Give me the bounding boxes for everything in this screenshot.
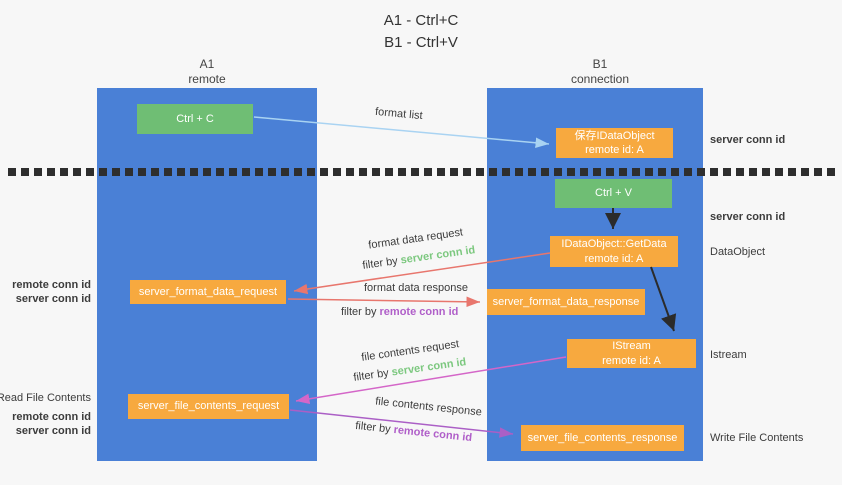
node-server-format-data-request: server_format_data_request (130, 280, 286, 304)
node-ctrl-v-label: Ctrl + V (595, 187, 632, 200)
label-left-remote-conn-id-1: remote conn id (12, 279, 91, 291)
node-file-request-label: server_file_contents_request (137, 400, 280, 413)
label-read-file-contents: Read File Contents (0, 392, 91, 404)
node-getdata-line-2: remote id: A (584, 252, 644, 265)
label-right-server-conn-id-2: server conn id (710, 211, 786, 223)
node-file-response-label: server_file_contents_response (527, 431, 678, 444)
label-filter-by-remote-conn-id-1: filter by remote conn id (341, 306, 458, 318)
diagram-title: A1 - Ctrl+C B1 - Ctrl+V (0, 10, 842, 54)
right-column-header: B1 connection (520, 57, 680, 87)
left-column-subtitle: remote (188, 72, 226, 86)
node-format-request-label: server_format_data_request (138, 285, 278, 298)
node-ctrl-c-label: Ctrl + C (176, 112, 214, 125)
label-format-list: format list (374, 105, 424, 123)
label-right-server-conn-id-1: server conn id (710, 134, 786, 146)
node-istream: IStream remote id: A (567, 339, 696, 368)
dotted-separator-line (8, 168, 836, 176)
node-istream-line-1: IStream (612, 340, 651, 353)
label-dataobject: DataObject (710, 246, 766, 258)
server-conn-id-text: server conn id (390, 356, 468, 379)
label-filter-by-remote-conn-id-2: filter by remote conn id (355, 420, 473, 444)
node-istream-line-2: remote id: A (602, 354, 661, 367)
title-line-2: B1 - Ctrl+V (384, 33, 458, 51)
label-istream: Istream (710, 349, 747, 361)
label-left-server-conn-id-1: server conn id (15, 293, 91, 305)
remote-conn-id-text: remote conn id (392, 423, 473, 445)
filter-by-text: filter by (352, 366, 393, 384)
node-ctrl-v: Ctrl + V (555, 179, 672, 208)
label-write-file-contents: Write File Contents (710, 432, 804, 444)
left-column-header: A1 remote (127, 57, 287, 87)
filter-by-text: filter by (361, 254, 402, 272)
node-idataobject-getdata: IDataObject::GetData remote id: A (550, 236, 678, 267)
server-conn-id-text: server conn id (399, 244, 477, 267)
right-column-title: B1 (592, 57, 608, 71)
filter-by-text: filter by (341, 306, 380, 318)
filter-by-text: filter by (354, 419, 395, 436)
label-format-data-response: format data response (364, 282, 468, 294)
label-file-contents-response: file contents response (374, 395, 483, 419)
node-ctrl-c: Ctrl + C (137, 104, 253, 134)
node-save-idataobject: 保存IDataObject remote id: A (556, 128, 673, 158)
node-server-file-contents-request: server_file_contents_request (128, 394, 289, 419)
right-column-subtitle: connection (570, 72, 630, 86)
node-getdata-line-1: IDataObject::GetData (561, 238, 667, 251)
remote-conn-id-text: remote conn id (379, 306, 459, 318)
left-column-title: A1 (199, 57, 215, 71)
node-format-response-label: server_format_data_response (492, 295, 640, 308)
node-save-line-1: 保存IDataObject (574, 129, 655, 142)
label-left-remote-conn-id-2: remote conn id (12, 411, 91, 423)
node-server-format-data-response: server_format_data_response (487, 289, 645, 315)
label-left-server-conn-id-2: server conn id (15, 425, 91, 437)
node-server-file-contents-response: server_file_contents_response (521, 425, 684, 451)
node-save-line-2: remote id: A (585, 144, 644, 156)
title-line-1: A1 - Ctrl+C (383, 12, 459, 29)
